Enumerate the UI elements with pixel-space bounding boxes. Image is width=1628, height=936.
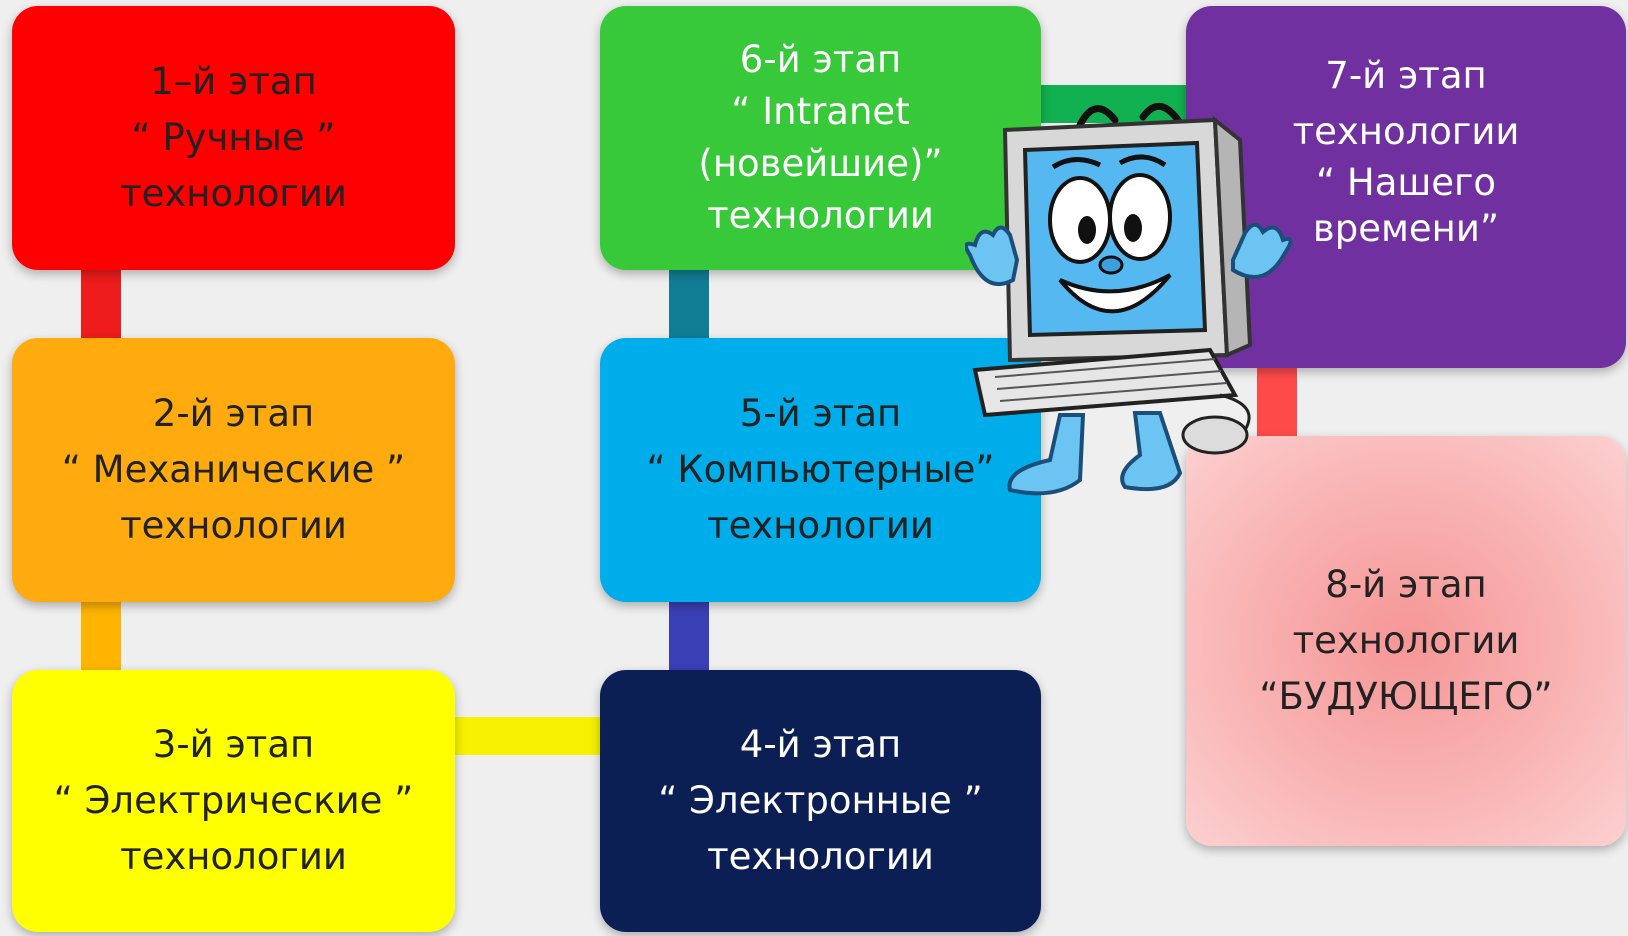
stage-3-title: 3-й этап [152, 723, 315, 766]
connector-3-4 [445, 717, 605, 755]
stage-8-name: “БУДУЮЩЕГО” [1259, 675, 1553, 718]
stage-8-subtitle: технологии [1292, 619, 1520, 662]
stage-2-name: “ Механические ” [61, 448, 406, 491]
stage-4-subtitle: технологии [707, 835, 934, 878]
connector-4-5 [669, 595, 709, 675]
stage-6-name: “ Intranet [731, 90, 910, 133]
stage-2-box: 2-й этап “ Механические ” технологии [12, 338, 455, 602]
stage-6-subtitle: технологии [707, 194, 934, 237]
stage-1-title: 1–й этап [150, 60, 317, 103]
stage-1-name: “ Ручные ” [131, 116, 336, 159]
stage-7-name-2: времени” [1312, 207, 1500, 250]
stage-6-box: 6-й этап “ Intranet (новейшие)” технолог… [600, 6, 1041, 270]
stage-2-title: 2-й этап [152, 392, 315, 435]
connector-1-2 [81, 260, 121, 340]
computer-mascot-icon [965, 103, 1293, 496]
stage-5-name: “ Компьютерные” [646, 448, 995, 491]
stage-8-box: 8-й этап технологии “БУДУЮЩЕГО” [1186, 436, 1626, 846]
stage-5-box: 5-й этап “ Компьютерные” технологии [600, 338, 1041, 602]
stage-3-box: 3-й этап “ Электрические ” технологии [12, 670, 455, 932]
stage-5-title: 5-й этап [739, 392, 902, 435]
stage-8-title: 8-й этап [1325, 563, 1487, 606]
connector-2-3 [81, 595, 121, 675]
stage-6-name-2: (новейшие)” [698, 142, 943, 185]
stage-7-name: “ Нашего [1315, 161, 1497, 204]
stage-7-subtitle: технологии [1292, 110, 1520, 153]
stage-4-name: “ Электронные ” [658, 779, 983, 822]
stage-5-subtitle: технологии [707, 504, 934, 547]
stage-3-name: “ Электрические ” [53, 779, 414, 822]
stage-7-box: 7-й этап технологии “ Нашего времени” [1186, 6, 1626, 368]
stage-3-subtitle: технологии [120, 835, 347, 878]
stage-2-subtitle: технологии [120, 504, 347, 547]
connector-5-6 [669, 260, 709, 340]
stage-6-title: 6-й этап [739, 38, 902, 81]
stage-1-box: 1–й этап “ Ручные ” технологии [12, 6, 455, 270]
stage-4-title: 4-й этап [739, 723, 902, 766]
stage-4-box: 4-й этап “ Электронные ” технологии [600, 670, 1041, 932]
stage-1-subtitle: технологии [120, 172, 347, 215]
stage-7-title: 7-й этап [1325, 54, 1487, 97]
